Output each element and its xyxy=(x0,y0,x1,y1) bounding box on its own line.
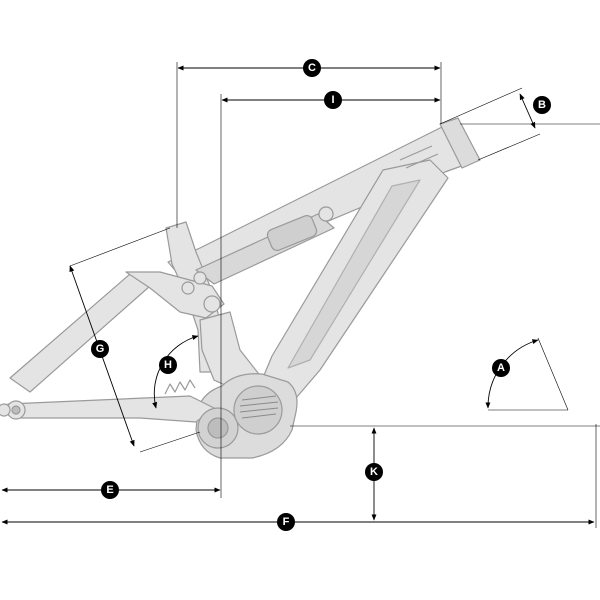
dimension-b-line xyxy=(519,93,536,129)
badge-a-label: A xyxy=(497,362,505,374)
badge-h: H xyxy=(159,356,177,374)
main-pivot xyxy=(203,295,221,313)
link-pivot xyxy=(181,281,195,295)
shock-mount-rear xyxy=(193,271,207,285)
chain-stay xyxy=(7,395,215,423)
badge-k-label: K xyxy=(370,466,378,478)
head-tube-detail xyxy=(399,145,439,169)
badge-c-label: C xyxy=(308,62,316,74)
head-tube xyxy=(439,117,481,169)
shock-mount-front xyxy=(318,206,334,222)
seat-stay-pivot xyxy=(0,403,11,417)
dimension-g-extension-top xyxy=(69,227,171,267)
badge-b: B xyxy=(533,96,551,114)
badge-k: K xyxy=(365,463,383,481)
shock-body xyxy=(266,215,318,251)
bike-frame xyxy=(0,117,481,459)
bottom-bracket-spindle xyxy=(207,417,229,439)
badge-c: C xyxy=(303,59,321,77)
motor-fins xyxy=(239,395,279,419)
badge-e: E xyxy=(101,481,119,499)
badge-e-label: E xyxy=(106,484,113,496)
chain-stay-ridges xyxy=(164,379,196,395)
badge-h-label: H xyxy=(164,359,172,371)
badge-b-label: B xyxy=(538,99,546,111)
badge-a: A xyxy=(492,359,510,377)
seat-stay xyxy=(9,273,151,393)
badge-f-label: F xyxy=(283,516,290,528)
badge-i-label: I xyxy=(331,94,334,106)
down-tube-panel xyxy=(287,179,421,369)
badge-f: F xyxy=(277,513,295,531)
dimension-a-angle-line xyxy=(537,337,569,411)
rear-axle-hole xyxy=(11,405,21,415)
badge-g: G xyxy=(91,340,109,358)
badge-g-label: G xyxy=(96,343,105,355)
dimension-b-extension-bottom xyxy=(477,133,541,161)
dimension-b-extension-top xyxy=(439,87,523,125)
badge-i: I xyxy=(324,91,342,109)
dimension-lines xyxy=(1,62,600,528)
dimension-g-extension-bottom xyxy=(139,431,201,453)
